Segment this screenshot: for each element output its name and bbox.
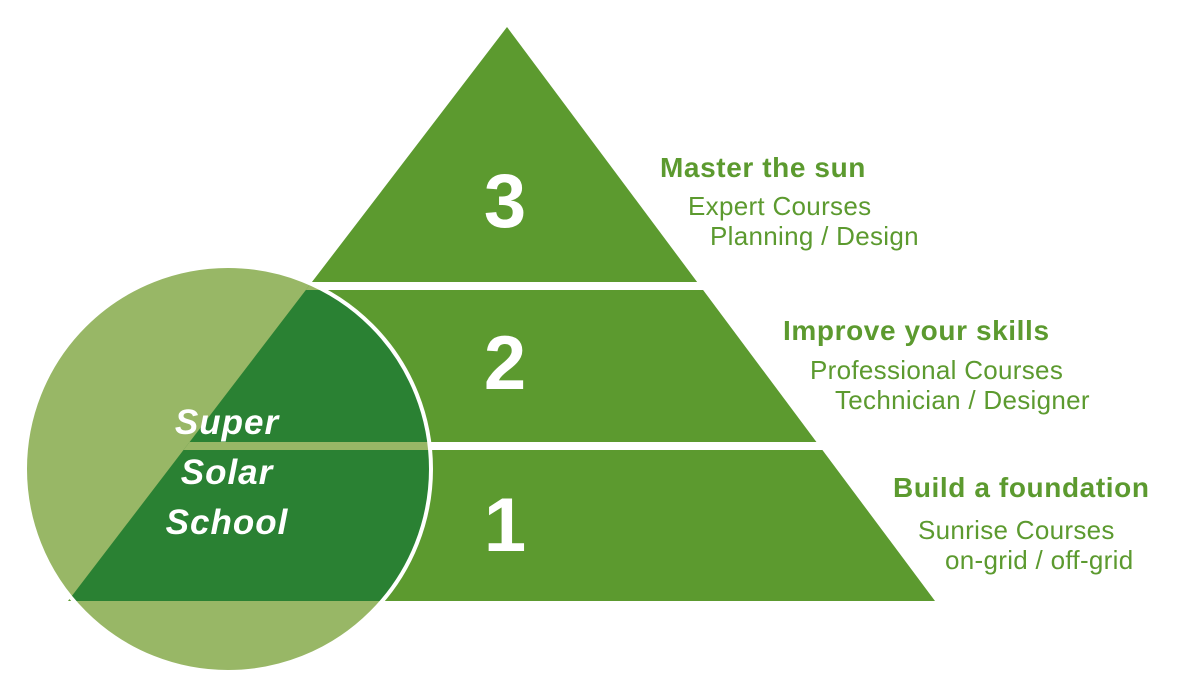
- level-3-subline-1: Expert Courses: [688, 191, 872, 221]
- badge-title-line-3: School: [165, 503, 289, 542]
- overlap-divider-lower: [68, 442, 431, 450]
- level-2-number: 2: [483, 321, 527, 406]
- level-2-heading: Improve your skills: [783, 315, 1050, 346]
- level-1-number: 1: [483, 483, 527, 568]
- level-3-subline-2: Planning / Design: [710, 221, 919, 251]
- level-2-subline-1: Professional Courses: [810, 355, 1064, 385]
- badge-circle-outline: [23, 264, 433, 674]
- badge-title-line-2: Solar: [180, 453, 274, 492]
- level-3-heading: Master the sun: [660, 152, 866, 183]
- badge-title: Super Solar School: [166, 398, 289, 548]
- level-1-subline-2: on-grid / off-grid: [945, 545, 1134, 575]
- level-3-number: 3: [483, 159, 527, 244]
- level-2-subline-2: Technician / Designer: [835, 385, 1090, 415]
- badge-title-line-1: Super: [174, 403, 280, 442]
- overlap-shape: [68, 266, 431, 601]
- level-1-heading: Build a foundation: [893, 472, 1150, 503]
- level-1-subline-1: Sunrise Courses: [918, 515, 1115, 545]
